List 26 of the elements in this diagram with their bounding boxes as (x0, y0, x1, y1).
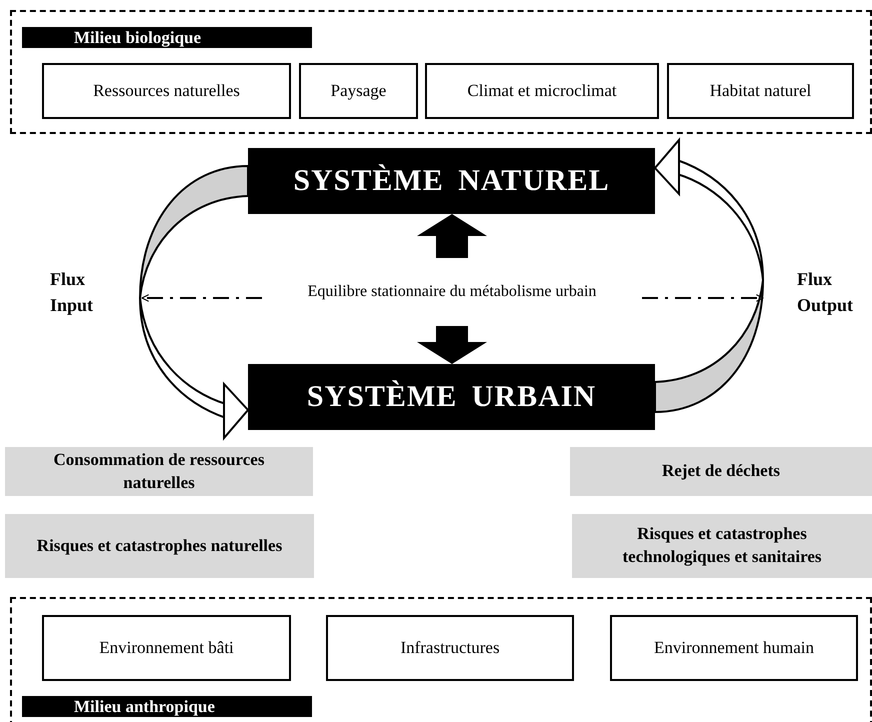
block-arrow (417, 214, 487, 258)
flow-label: Flux Output (765, 262, 865, 322)
system-box: SYSTÈME URBAIN (248, 364, 655, 430)
dashed-group-frame (10, 10, 872, 134)
group-heading: Milieu biologique (22, 27, 312, 48)
block-arrow (417, 326, 487, 364)
impact-box: Risques et catastrophes technologiques et sanitaires (572, 514, 872, 578)
component-box: Ressources naturelles (42, 63, 291, 119)
equilibrium-label: Equilibre stationnaire du métabolisme urbain (262, 262, 642, 322)
dashed-group-frame (10, 597, 872, 722)
component-box: Climat et microclimat (425, 63, 659, 119)
component-box: Paysage (299, 63, 418, 119)
impact-box: Rejet de déchets (570, 447, 872, 496)
impact-box: Consommation de ressources naturelles (5, 447, 313, 496)
component-box: Environnement bâti (42, 615, 291, 681)
dash-dot-arrow (141, 294, 262, 302)
curved-arrow (654, 137, 764, 413)
component-box: Environnement humain (610, 615, 858, 681)
impact-box: Risques et catastrophes naturelles (5, 514, 314, 578)
dash-dot-arrow (642, 294, 764, 302)
group-heading: Milieu anthropique (22, 696, 312, 717)
component-box: Infrastructures (326, 615, 574, 681)
curved-arrow (139, 165, 250, 441)
component-box: Habitat naturel (667, 63, 854, 119)
system-box: SYSTÈME NATUREL (248, 148, 655, 214)
flow-label: Flux Input (45, 262, 140, 322)
